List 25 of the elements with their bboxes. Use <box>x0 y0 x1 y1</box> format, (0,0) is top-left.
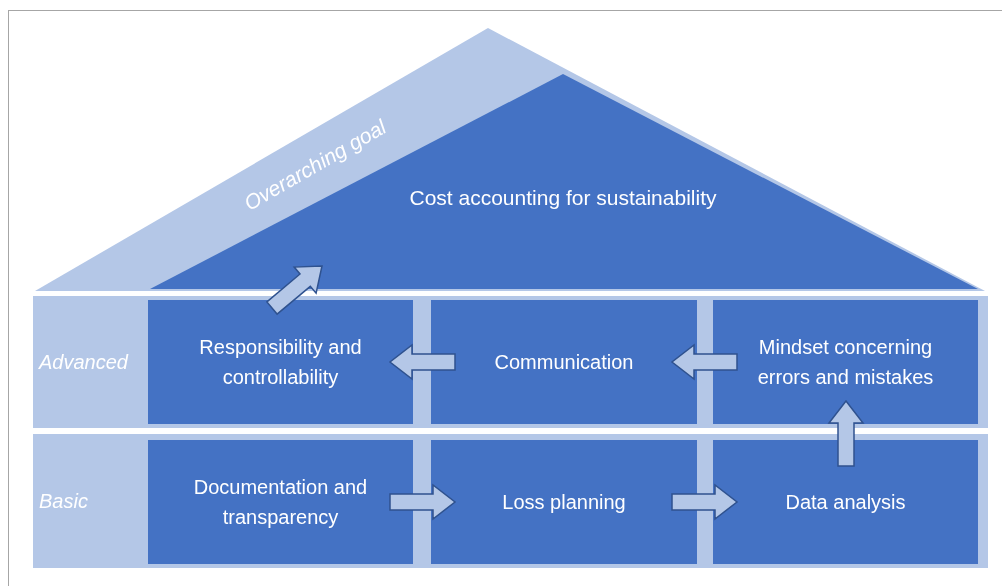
block-arrow <box>670 343 738 381</box>
block-arrow <box>827 399 865 467</box>
level-label: Basic <box>39 489 88 514</box>
block-arrow <box>389 483 457 521</box>
goal-label: Cost accounting for sustainability <box>409 185 717 212</box>
level-band <box>33 296 988 428</box>
process-box <box>148 440 413 564</box>
goal-triangle <box>150 74 978 289</box>
box-label: Loss planning <box>501 490 627 515</box>
process-box <box>713 440 978 564</box>
process-box <box>713 300 978 424</box>
level-label: Advanced <box>39 350 128 375</box>
box-label: Communication <box>493 350 635 375</box>
box-label: Data analysis <box>784 490 907 515</box>
box-label: Documentation and transparency <box>192 475 369 530</box>
process-box <box>431 440 697 564</box>
box-label: Mindset concerning errors and mistakes <box>756 335 935 390</box>
box-label: Responsibility and controllability <box>198 335 363 390</box>
roof-triangle <box>35 28 985 291</box>
block-arrow <box>265 265 323 316</box>
block-arrow <box>671 483 739 521</box>
process-box <box>148 300 413 424</box>
process-box <box>431 300 697 424</box>
level-band <box>33 434 988 568</box>
block-arrow <box>388 343 456 381</box>
